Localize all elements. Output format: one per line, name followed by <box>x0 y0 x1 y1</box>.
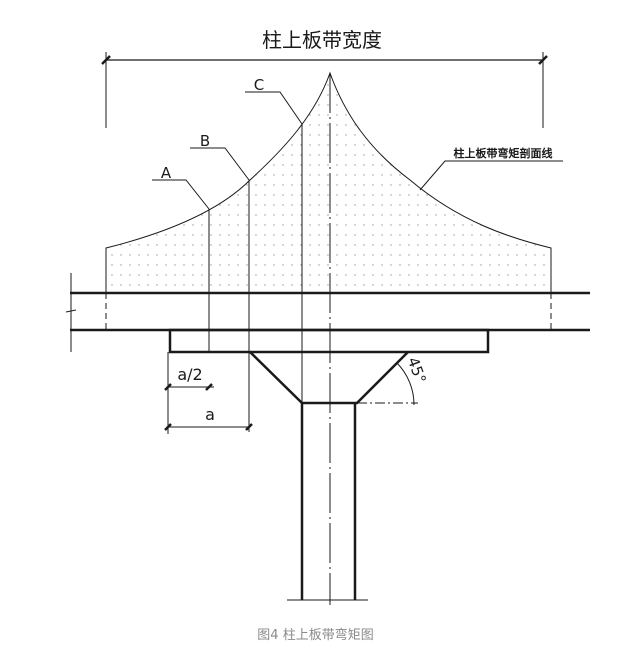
title: 柱上板带宽度 <box>262 28 382 52</box>
moment-curve <box>105 71 552 294</box>
drop-panel <box>168 328 490 354</box>
dim-half-label: a/2 <box>177 365 202 384</box>
section-label-b: B <box>200 132 210 150</box>
section-label-c: C <box>254 76 264 94</box>
angle-label: 45° <box>404 355 430 386</box>
column-capital <box>249 351 409 405</box>
section-label-a: A <box>161 164 172 182</box>
curve-label: 柱上板带弯矩剖面线 <box>454 146 553 160</box>
figure-caption: 图4 柱上板带弯矩图 <box>257 628 374 643</box>
dim-full-label: a <box>205 405 215 424</box>
